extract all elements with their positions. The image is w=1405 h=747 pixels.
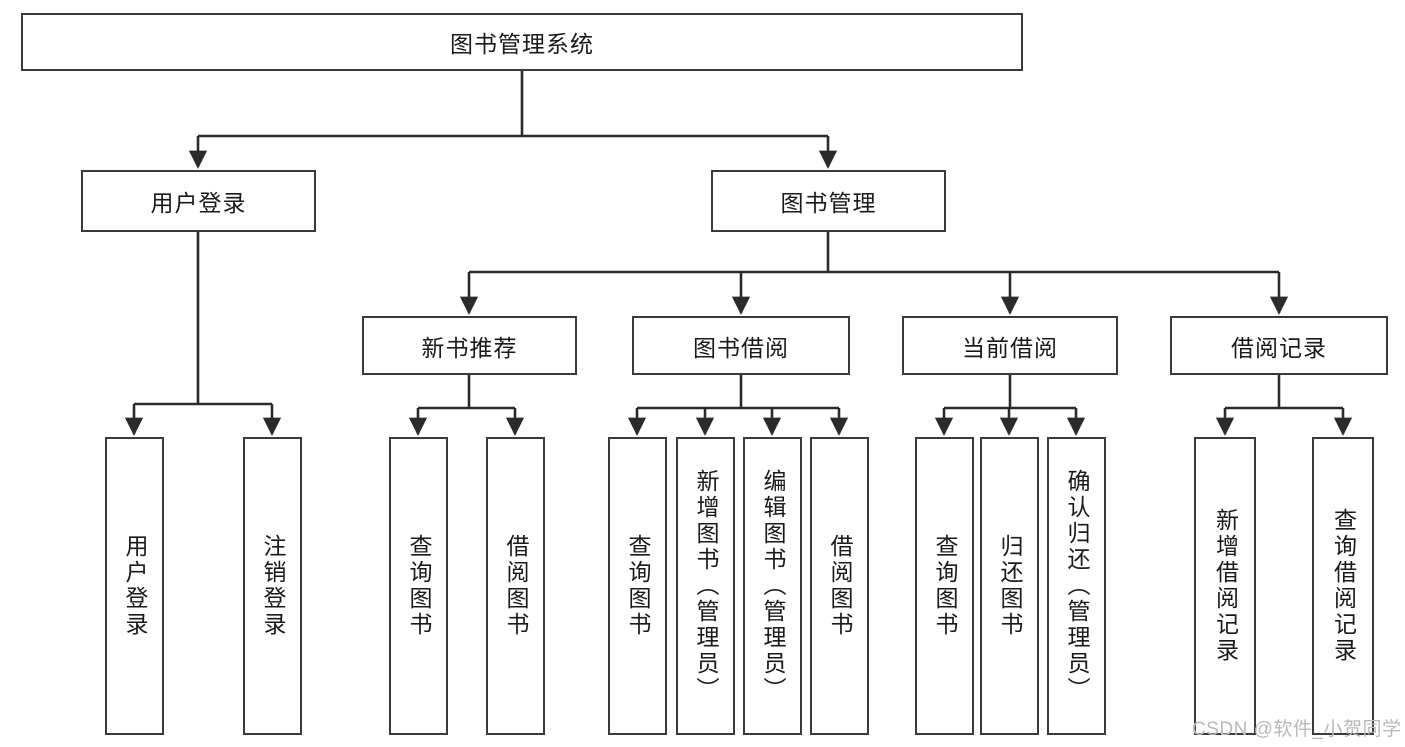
node-leaf-query-book-current[interactable]: 查询图书 (915, 437, 974, 735)
node-label-book-borrow: 图书借阅 (693, 334, 789, 361)
node-book-borrow[interactable]: 图书借阅 (632, 316, 850, 375)
node-label-book-management: 图书管理 (780, 190, 877, 216)
node-leaf-add-book[interactable]: 新增图书（管理员） (676, 437, 735, 735)
node-leaf-edit-book[interactable]: 编辑图书（管理员） (743, 437, 802, 735)
node-label-leaf-user-login: 用户登录 (122, 534, 148, 638)
node-leaf-confirm-return[interactable]: 确认归还（管理员） (1047, 437, 1106, 735)
node-label-leaf-query-book-borrow: 查询图书 (625, 534, 651, 638)
node-label-user-login: 用户登录 (150, 190, 247, 216)
node-label-leaf-return-book: 归还图书 (997, 534, 1023, 638)
node-label-leaf-borrow-book: 借阅图书 (827, 534, 853, 638)
node-user-login[interactable]: 用户登录 (81, 170, 316, 232)
node-borrow-record[interactable]: 借阅记录 (1170, 316, 1388, 375)
watermark-text: CSDN @软件_小贺同学 (1192, 719, 1402, 740)
node-label-leaf-logout: 注销登录 (260, 534, 286, 638)
node-label-leaf-edit-book: 编辑图书（管理员） (760, 469, 786, 703)
node-label-borrow-record: 借阅记录 (1231, 334, 1327, 361)
node-root[interactable]: 图书管理系统 (21, 13, 1023, 71)
node-leaf-logout[interactable]: 注销登录 (243, 437, 302, 735)
node-label-new-book-recommend: 新书推荐 (421, 334, 518, 361)
node-label-leaf-query-borrow-record: 查询借阅记录 (1330, 508, 1357, 664)
node-label-leaf-confirm-return: 确认归还（管理员） (1064, 469, 1090, 703)
node-label-leaf-borrow-book-recommend: 借阅图书 (503, 534, 529, 638)
node-leaf-return-book[interactable]: 归还图书 (980, 437, 1039, 735)
node-book-management[interactable]: 图书管理 (711, 170, 946, 232)
node-label-leaf-query-book-recommend: 查询图书 (406, 534, 432, 638)
node-label-root: 图书管理系统 (450, 31, 594, 57)
node-label-current-borrow: 当前借阅 (962, 334, 1058, 361)
node-leaf-user-login[interactable]: 用户登录 (105, 437, 164, 735)
node-label-leaf-add-book: 新增图书（管理员） (693, 469, 719, 703)
node-new-book-recommend[interactable]: 新书推荐 (362, 316, 577, 375)
node-leaf-add-borrow-record[interactable]: 新增借阅记录 (1194, 437, 1256, 735)
node-label-leaf-add-borrow-record: 新增借阅记录 (1212, 508, 1239, 664)
node-leaf-query-book-borrow[interactable]: 查询图书 (608, 437, 667, 735)
node-label-leaf-query-book-current: 查询图书 (932, 534, 958, 638)
node-leaf-query-borrow-record[interactable]: 查询借阅记录 (1312, 437, 1374, 735)
node-current-borrow[interactable]: 当前借阅 (902, 316, 1118, 375)
node-leaf-borrow-book-recommend[interactable]: 借阅图书 (486, 437, 545, 735)
node-leaf-borrow-book[interactable]: 借阅图书 (810, 437, 869, 735)
node-leaf-query-book-recommend[interactable]: 查询图书 (389, 437, 448, 735)
